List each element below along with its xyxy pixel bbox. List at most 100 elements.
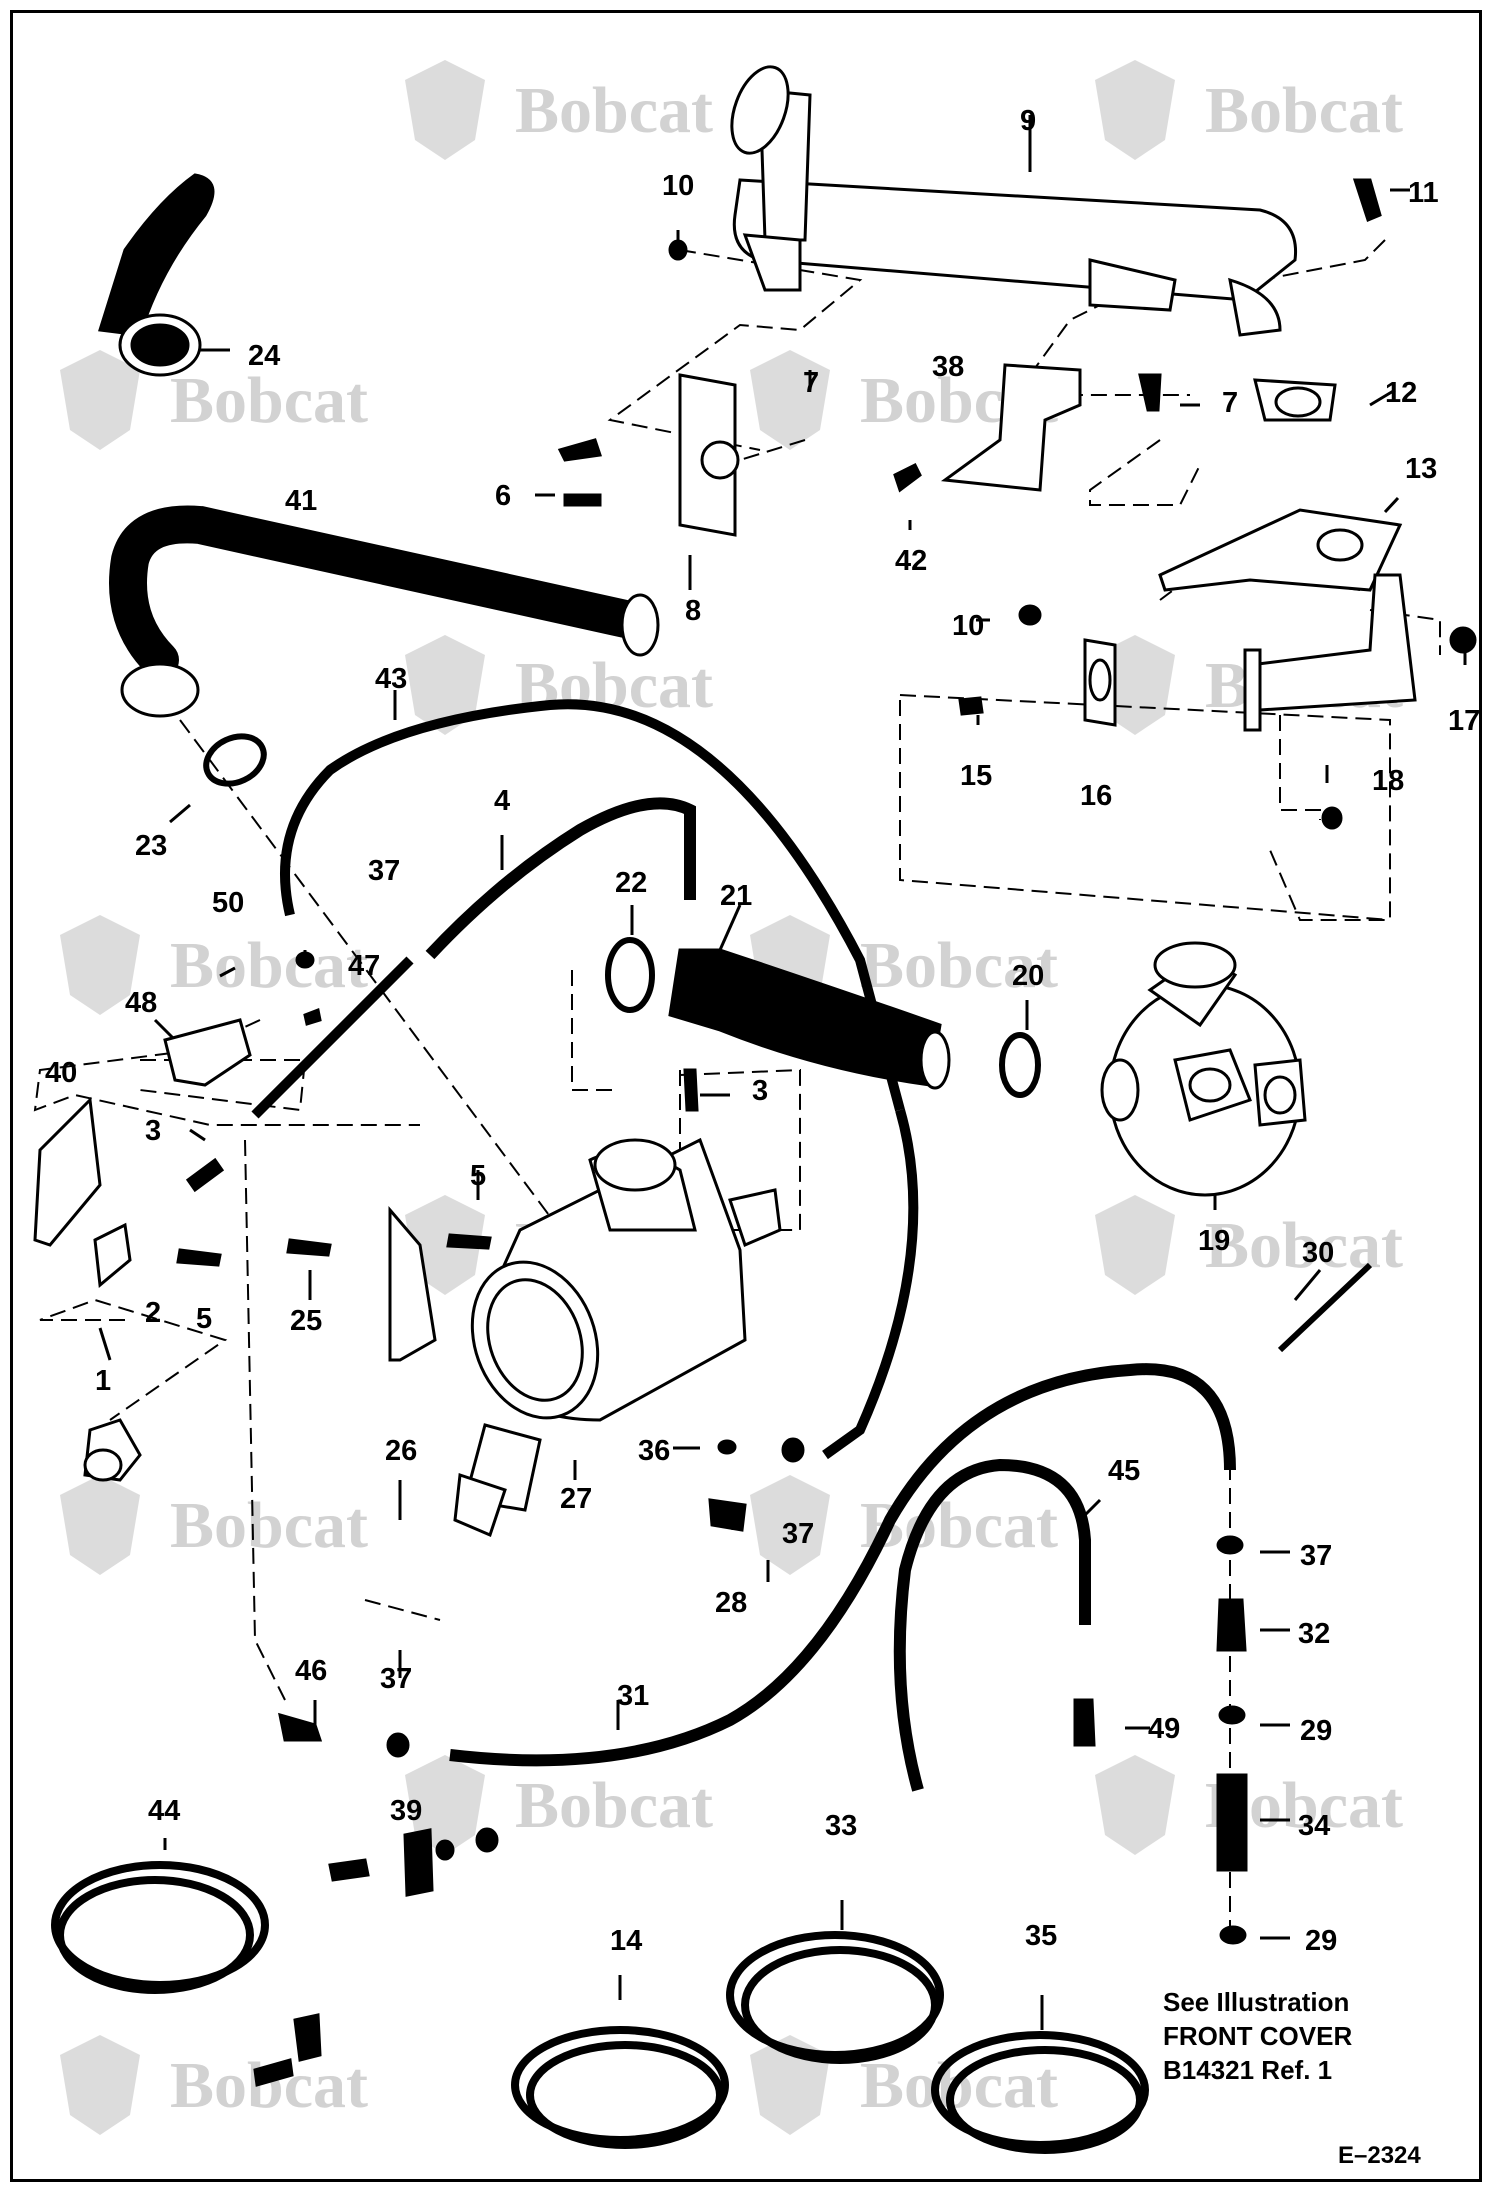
svg-text:Bobcat: Bobcat	[170, 2049, 368, 2122]
callout-13: 13	[1405, 453, 1437, 485]
callout-46: 46	[295, 1655, 327, 1687]
callout-27: 27	[560, 1483, 592, 1515]
bobcat-watermark: Bobcat	[750, 1475, 1058, 1575]
callout-26: 26	[385, 1435, 417, 1467]
part-line-43	[280, 699, 905, 1112]
callout-1: 1	[95, 1365, 111, 1397]
callout-9: 9	[1020, 105, 1036, 137]
note-line: B14321 Ref. 1	[1163, 2055, 1333, 2085]
callout-3: 3	[145, 1115, 161, 1147]
callout-32: 32	[1298, 1618, 1330, 1650]
callout-5: 5	[470, 1160, 486, 1192]
part-fitting-34	[1216, 1773, 1248, 1872]
callout-7: 7	[1222, 387, 1238, 419]
callout-23: 23	[135, 830, 167, 862]
part-exhaust-bracket-13	[1158, 508, 1403, 592]
callout-38: 38	[932, 351, 964, 383]
bobcat-watermark: Bobcat	[405, 60, 713, 160]
svg-text:Bobcat: Bobcat	[515, 1769, 713, 1842]
callout-41: 41	[285, 485, 317, 517]
callout-47: 47	[348, 950, 380, 982]
callout-19: 19	[1198, 1225, 1230, 1257]
part-coil-33	[726, 1931, 944, 2064]
callout-37: 37	[368, 855, 400, 887]
part-clamp-22	[605, 937, 655, 1013]
svg-text:Bobcat: Bobcat	[170, 364, 368, 437]
bobcat-watermark: Bobcat	[1095, 1755, 1403, 1855]
callout-34: 34	[1298, 1810, 1330, 1842]
callout-48: 48	[125, 987, 157, 1019]
callout-50: 50	[212, 887, 244, 919]
bobcat-watermark: Bobcat	[60, 350, 368, 450]
part-bracket-38	[940, 363, 1082, 492]
bobcat-watermark: Bobcat	[60, 915, 368, 1015]
svg-text:Bobcat: Bobcat	[170, 1489, 368, 1562]
svg-text:Bobcat: Bobcat	[170, 929, 368, 1002]
callout-24: 24	[248, 340, 280, 372]
callout-29: 29	[1305, 1925, 1337, 1957]
drawing-code: E–2324	[1338, 2142, 1421, 2169]
callout-39: 39	[390, 1795, 422, 1827]
diagram-border	[10, 10, 1482, 2182]
part-gasket-16	[1083, 638, 1117, 727]
callout-37: 37	[380, 1663, 412, 1695]
part-line-4	[425, 797, 696, 960]
callout-37: 37	[782, 1518, 814, 1550]
callout-42: 42	[895, 545, 927, 577]
callout-6: 6	[495, 480, 511, 512]
callout-16: 16	[1080, 780, 1112, 812]
part-exhaust-elbow	[1243, 573, 1417, 732]
callout-28: 28	[715, 1587, 747, 1619]
bobcat-watermark: Bobcat	[60, 1475, 368, 1575]
svg-text:Bobcat: Bobcat	[1205, 74, 1403, 147]
part-bracket-26	[388, 1205, 437, 1362]
part-gasket-12	[1253, 378, 1337, 422]
callout-10: 10	[662, 170, 694, 202]
bobcat-watermark: Bobcat	[1095, 60, 1403, 160]
reference-note: See Illustration FRONT COVER B14321 Ref.…	[1163, 1985, 1403, 2087]
part-turbocharger-19	[1100, 941, 1307, 1197]
callout-5: 5	[196, 1303, 212, 1335]
callout-31: 31	[617, 1680, 649, 1712]
svg-text:Bobcat: Bobcat	[515, 74, 713, 147]
callout-2: 2	[145, 1297, 161, 1329]
callout-49: 49	[1148, 1713, 1180, 1745]
svg-text:Bobcat: Bobcat	[860, 2049, 1058, 2122]
callout-20: 20	[1012, 960, 1044, 992]
part-clamp-23	[203, 733, 267, 787]
callout-40: 40	[45, 1057, 77, 1089]
callout-7: 7	[803, 367, 819, 399]
callout-43: 43	[375, 663, 407, 695]
part-hose-41	[109, 505, 649, 679]
part-coil-44	[51, 1861, 269, 1994]
part-bracket-2	[93, 1222, 132, 1288]
note-line: See Illustration	[1163, 1987, 1350, 2017]
part-muffler	[730, 65, 1298, 337]
watermark-layer: Bobcat Bobcat Bobcat Bobcat Bobcat Bobca…	[60, 60, 1403, 2135]
callout-18: 18	[1372, 765, 1404, 797]
callout-17: 17	[1448, 705, 1480, 737]
part-line-45	[893, 1458, 1091, 1792]
callout-14: 14	[610, 1925, 642, 1957]
part-coil-14	[511, 2026, 729, 2149]
callout-30: 30	[1302, 1237, 1334, 1269]
part-bracket-8	[678, 373, 740, 537]
part-line-43-lower	[822, 1108, 919, 1460]
part-rod-30	[1277, 1262, 1373, 1353]
svg-text:Bobcat: Bobcat	[1205, 1209, 1403, 1282]
callout-25: 25	[290, 1305, 322, 1337]
part-coil-35	[931, 2031, 1149, 2154]
part-tube-47	[251, 956, 414, 1119]
note-line: FRONT COVER	[1163, 2021, 1353, 2051]
small-hardware	[176, 178, 1477, 2087]
bobcat-watermark: Bobcat	[60, 2035, 368, 2135]
bobcat-watermark: Bobcat	[1095, 1195, 1403, 1295]
callout-15: 15	[960, 760, 992, 792]
callout-10: 10	[952, 610, 984, 642]
callout-8: 8	[685, 595, 701, 627]
part-hose-41-ends	[120, 593, 660, 718]
callout-22: 22	[615, 867, 647, 899]
callout-21: 21	[720, 880, 752, 912]
